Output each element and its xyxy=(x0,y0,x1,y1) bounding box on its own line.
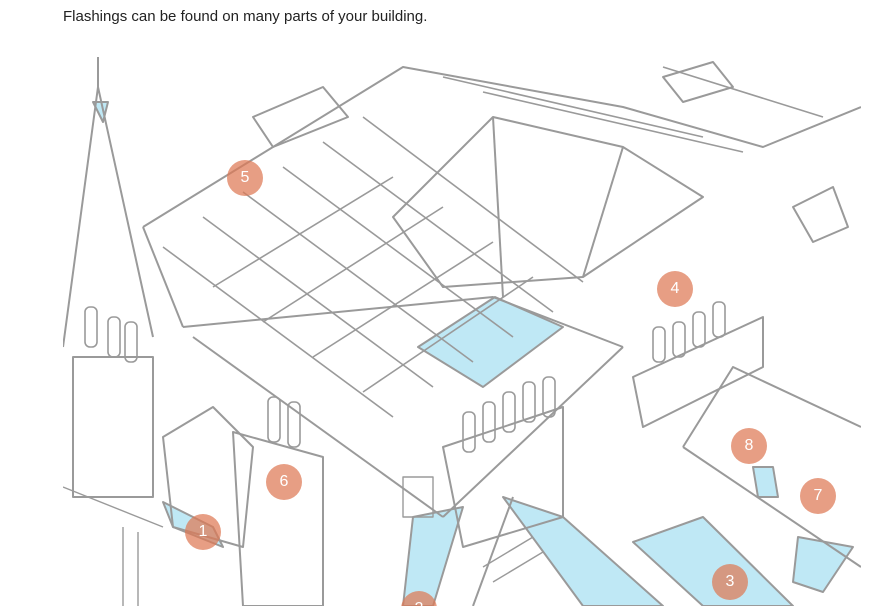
flashing-marker-8[interactable]: 8 xyxy=(731,428,767,464)
roof-drawing xyxy=(63,57,861,606)
flashing-marker-1[interactable]: 1 xyxy=(185,514,221,550)
flashing-marker-5[interactable]: 5 xyxy=(227,160,263,196)
flashing-marker-4[interactable]: 4 xyxy=(657,271,693,307)
flashing-marker-2[interactable]: 2 xyxy=(401,591,437,606)
building-flashings-illustration: 1 2 3 4 5 6 7 8 xyxy=(63,47,861,606)
flashing-marker-7[interactable]: 7 xyxy=(800,478,836,514)
flashing-marker-3[interactable]: 3 xyxy=(712,564,748,600)
flashing-marker-6[interactable]: 6 xyxy=(266,464,302,500)
page-caption: Flashings can be found on many parts of … xyxy=(63,8,428,25)
